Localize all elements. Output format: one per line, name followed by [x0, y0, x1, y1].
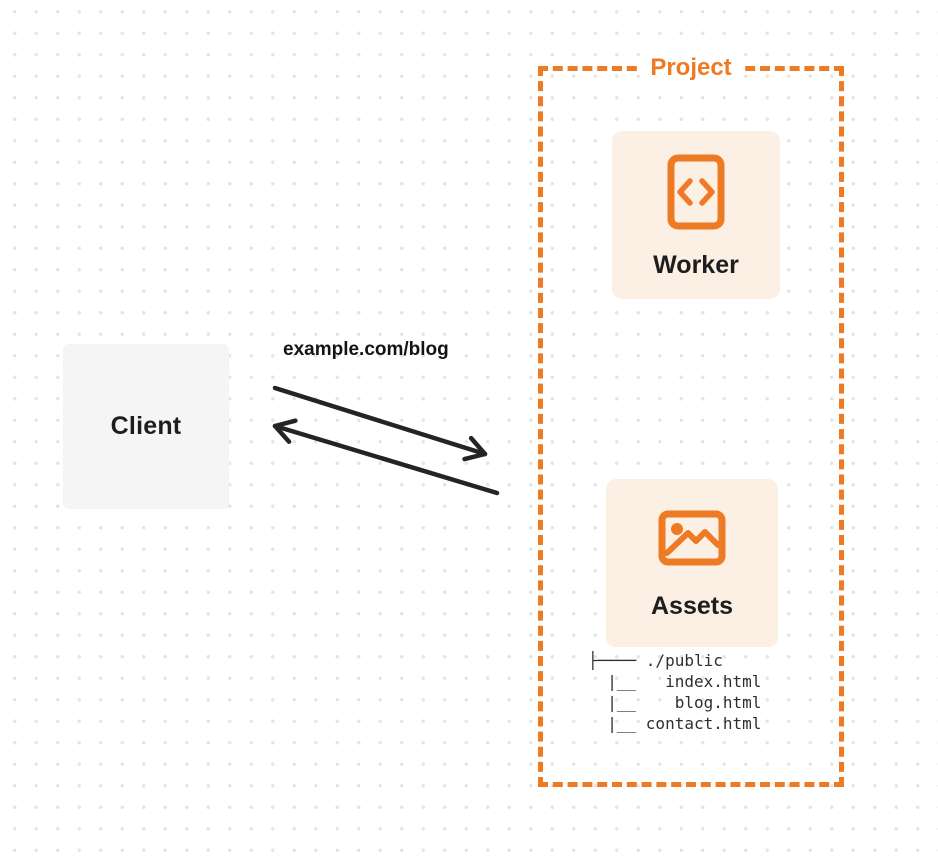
assets-node: Assets	[606, 479, 778, 647]
request-arrow	[272, 385, 488, 462]
client-node: Client	[63, 344, 229, 509]
project-container: Project	[538, 53, 844, 787]
image-icon	[658, 510, 726, 566]
file-tree-line-contact: |__ contact.html	[588, 714, 762, 733]
file-tree-line-blog: |__ blog.html	[588, 693, 762, 712]
assets-file-tree: ├──── ./public |__ index.html |__ blog.h…	[588, 650, 761, 734]
worker-node: Worker	[612, 131, 780, 299]
response-arrow	[272, 418, 500, 496]
assets-label: Assets	[651, 592, 733, 620]
file-tree-line-public: ├──── ./public	[588, 651, 723, 670]
file-tree-line-index: |__ index.html	[588, 672, 762, 691]
client-label: Client	[110, 412, 182, 440]
request-url-label: example.com/blog	[283, 339, 449, 360]
code-document-icon	[667, 154, 725, 230]
project-label: Project	[640, 53, 742, 83]
worker-label: Worker	[653, 251, 739, 279]
